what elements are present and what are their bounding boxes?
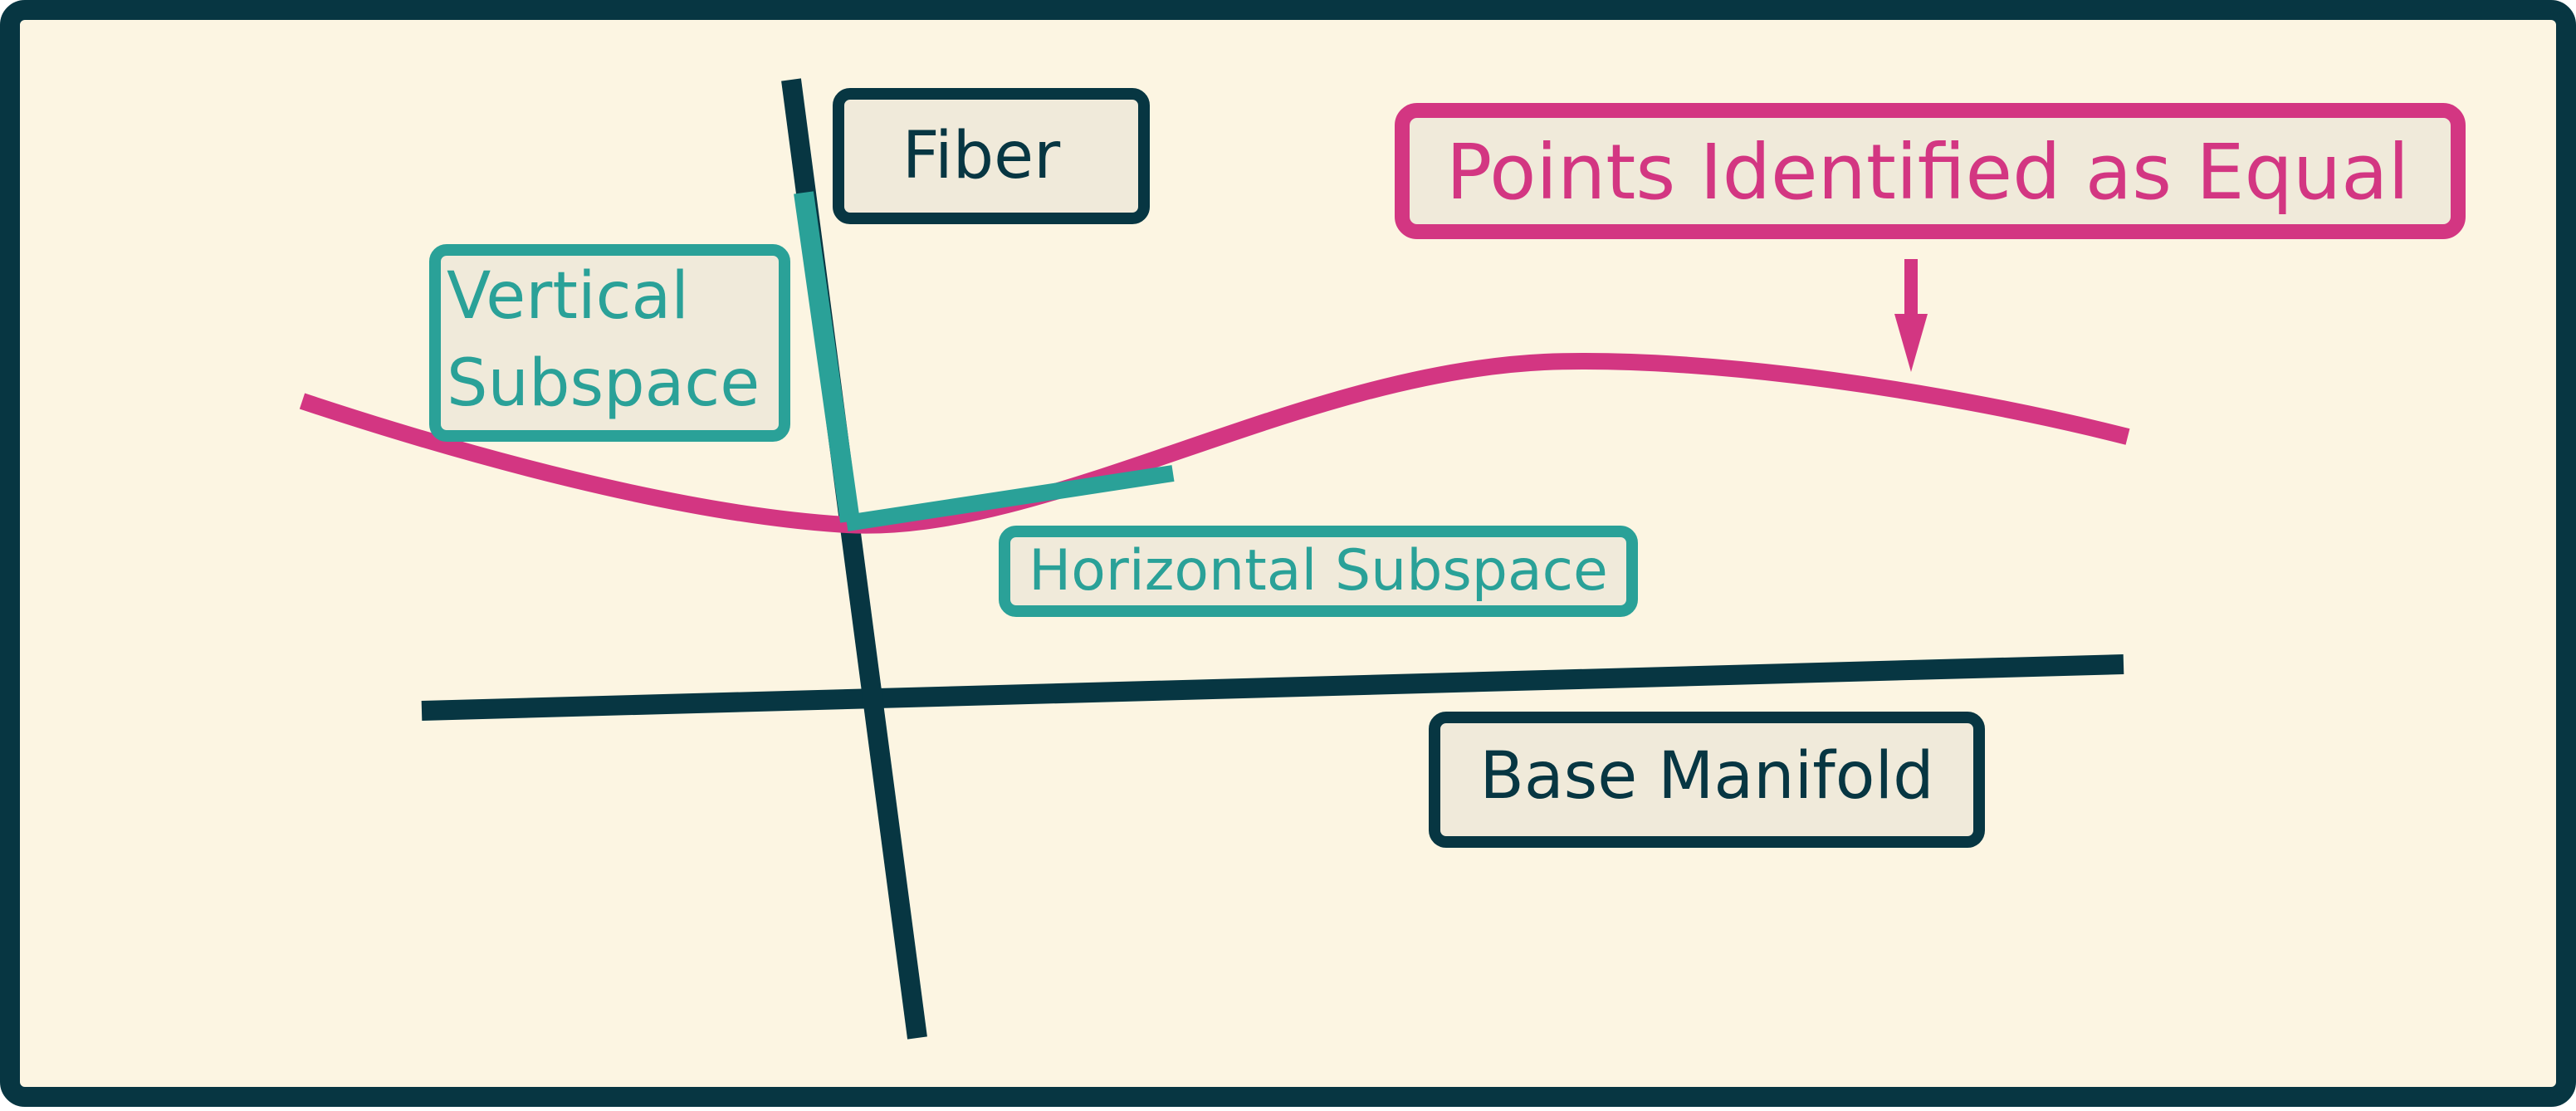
- fiber-label-box: Fiber: [833, 88, 1150, 224]
- fiber-label: Fiber: [902, 119, 1061, 193]
- vertical-subspace-label-box: Vertical Subspace: [429, 244, 790, 442]
- points-identified-label: Points Identified as Equal: [1446, 128, 2409, 217]
- base-manifold-label: Base Manifold: [1479, 739, 1933, 814]
- horizontal-subspace-label: Horizontal Subspace: [1029, 538, 1608, 604]
- points-identified-label-box: Points Identified as Equal: [1395, 103, 2466, 239]
- vertical-subspace-label-line1: Vertical: [447, 259, 689, 334]
- horizontal-subspace-label-box: Horizontal Subspace: [999, 526, 1638, 617]
- horizontal-subspace-segment: [845, 465, 1175, 531]
- arrow-down-icon: [1894, 259, 1928, 372]
- vertical-subspace-label-line2: Subspace: [447, 346, 760, 421]
- base-manifold-line: [421, 654, 2124, 721]
- section-curve: [299, 353, 2130, 534]
- vertical-subspace-segment: [794, 191, 860, 523]
- base-manifold-label-box: Base Manifold: [1429, 712, 1985, 848]
